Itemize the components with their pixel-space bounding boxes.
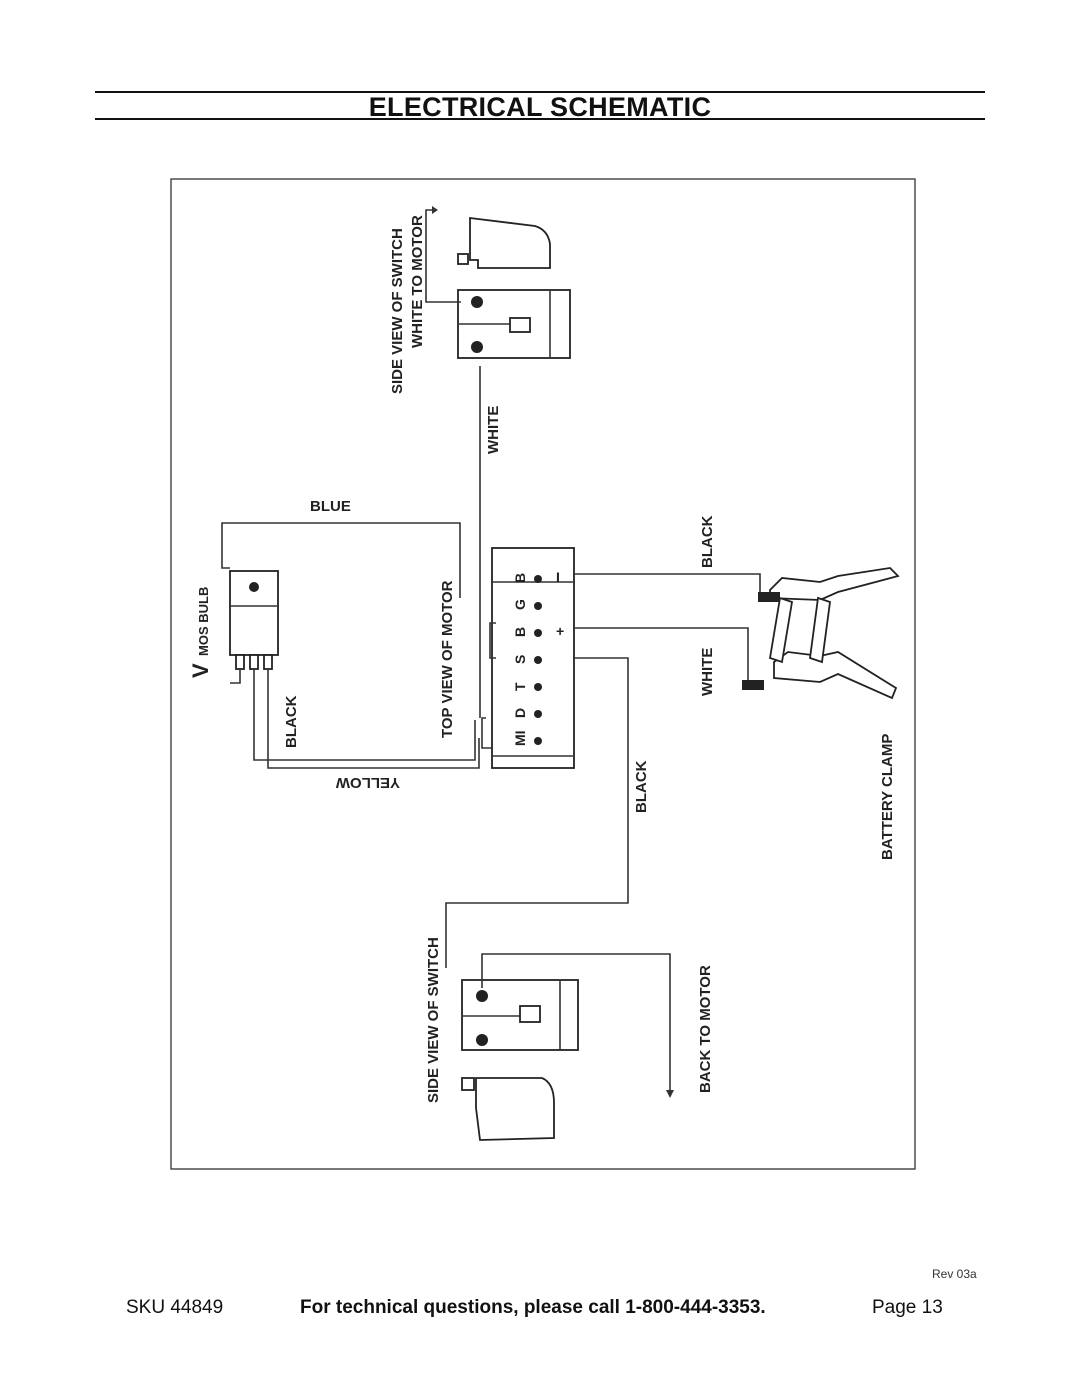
title-rule-bottom — [95, 118, 985, 120]
wire-blue — [221, 522, 461, 598]
label-v: V — [188, 663, 213, 678]
jumper-bracket — [481, 717, 492, 749]
page-title: ELECTRICAL SCHEMATIC — [368, 92, 712, 122]
terminal-label: D — [512, 708, 528, 718]
switch-screw-icon — [471, 341, 483, 353]
label-back-to-motor: BACK TO MOTOR — [697, 965, 714, 1093]
revision-label: Rev 03a — [932, 1267, 977, 1281]
label-black-right: BLACK — [699, 515, 716, 568]
label-mos-bulb: MOS BULB — [196, 587, 211, 656]
terminal-label: T — [512, 682, 528, 691]
title-rule-top — [95, 91, 985, 93]
wire-white-right — [574, 627, 749, 684]
motor-terminal-block — [491, 547, 575, 769]
plus-sign: + — [556, 623, 564, 639]
arrow-icon — [666, 1090, 674, 1098]
wire-black-bulb — [253, 669, 476, 761]
terminal-label: S — [512, 655, 528, 664]
wire-blue-bulb — [221, 528, 230, 569]
label-white-upper: WHITE — [485, 406, 502, 454]
upper-switch — [457, 216, 571, 359]
label-white-right: WHITE — [699, 648, 716, 696]
arrow-icon — [432, 206, 438, 214]
label-blue: BLUE — [310, 498, 351, 515]
diagram-frame — [170, 178, 916, 1170]
label-yellow: YELLOW — [335, 774, 400, 791]
lower-switch — [461, 979, 579, 1141]
electrical-schematic-diagram: SIDE VIEW OF SWITCH WHITE TO MOTOR WHITE… — [170, 178, 916, 1170]
terminal-label: MI — [512, 730, 528, 746]
label-black-lower: BLACK — [633, 760, 650, 813]
wire-yellow — [267, 669, 480, 769]
sku-label: SKU 44849 — [126, 1297, 224, 1318]
terminal-label: G — [512, 599, 528, 610]
wire-black-right — [574, 573, 761, 596]
wire-back-to-motor — [481, 953, 671, 1090]
page-number: Page 13 — [872, 1297, 943, 1318]
terminal-label: B — [512, 627, 528, 637]
switch-screw-icon — [476, 990, 488, 1002]
tech-support-text: For technical questions, please call 1-8… — [300, 1297, 766, 1318]
label-top-view-motor: TOP VIEW OF MOTOR — [439, 580, 456, 738]
motor-terminals: MI D T S B G B + I — [512, 569, 564, 746]
wire-black-lower — [445, 657, 629, 968]
label-battery-clamp: BATTERY CLAMP — [879, 734, 896, 860]
label-side-view-switch-bottom: SIDE VIEW OF SWITCH — [425, 937, 442, 1103]
jumper-bracket — [489, 622, 496, 659]
mos-bulb — [229, 570, 279, 670]
battery-clamp — [742, 567, 900, 700]
label-black-left: BLACK — [283, 695, 300, 748]
switch-screw-icon — [471, 296, 483, 308]
wire-white-to-motor — [425, 209, 461, 303]
label-side-view-switch-top: SIDE VIEW OF SWITCH — [389, 228, 406, 394]
label-white-to-motor: WHITE TO MOTOR — [409, 215, 426, 348]
terminal-label: B — [512, 573, 528, 583]
i-sign: I — [556, 569, 560, 585]
switch-screw-icon — [476, 1034, 488, 1046]
wire-bulb-pin — [230, 669, 241, 684]
